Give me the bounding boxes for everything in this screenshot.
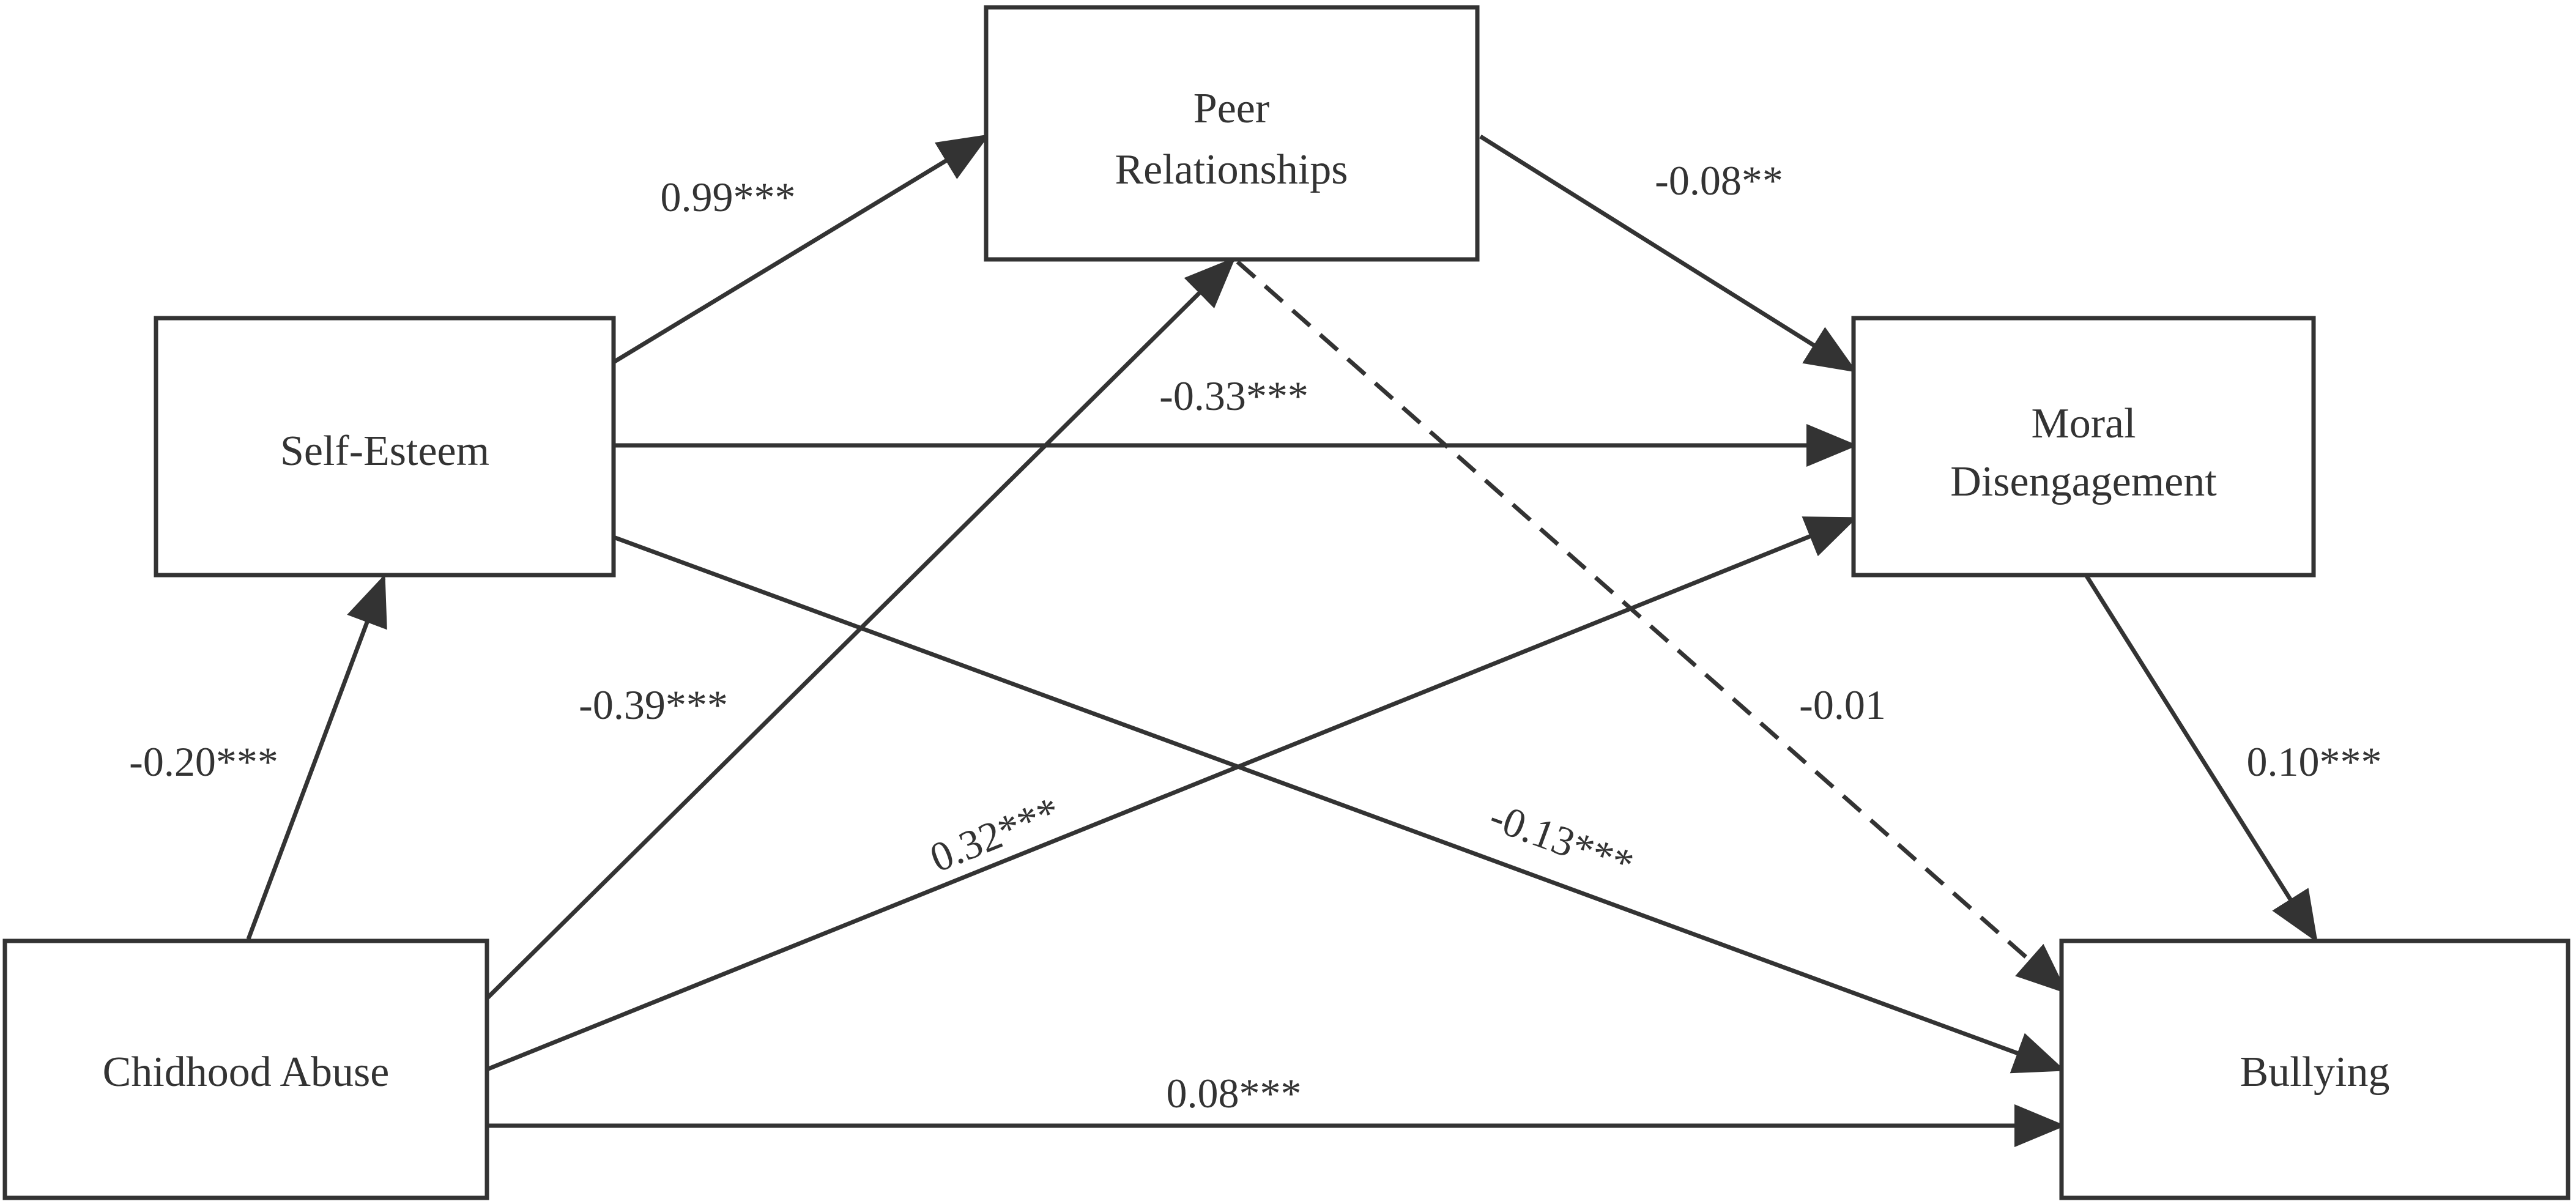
arrow-abuse-to-moral: [486, 516, 1858, 1072]
arrow-moral-to-bullying: [2084, 574, 2318, 943]
coef-abuse-to-bullying: 0.08***: [1167, 1070, 1302, 1117]
coef-self-esteem-to-moral: -0.33***: [1159, 373, 1308, 419]
node-peer-relationships: Peer Relationships: [984, 5, 1480, 262]
arrow-self-esteem-to-peer: [612, 134, 990, 364]
node-moral-disengagement: Moral Disengagement: [1851, 316, 2316, 578]
node-self-esteem: Self-Esteem: [154, 316, 616, 578]
coef-abuse-to-self-esteem: -0.20***: [129, 738, 278, 785]
arrow-self-esteem-to-bullying: [612, 535, 2066, 1074]
node-bullying: Bullying: [2059, 938, 2570, 1200]
coef-peer-to-bullying: -0.01: [1799, 682, 1886, 728]
arrow-peer-to-moral: [1479, 135, 1857, 373]
node-moral-line2: Disengagement: [1950, 458, 2217, 505]
node-peer-line2: Relationships: [1115, 146, 1348, 193]
node-moral-line1: Moral: [2031, 400, 2136, 447]
node-childhood-abuse: Chidhood Abuse: [2, 938, 489, 1200]
node-bullying-label: Bullying: [2240, 1049, 2389, 1096]
coef-peer-to-moral: -0.08**: [1655, 157, 1783, 204]
coef-abuse-to-peer: -0.39***: [579, 682, 728, 728]
node-abuse-label: Chidhood Abuse: [103, 1049, 390, 1096]
arrow-abuse-to-self-esteem: [246, 574, 387, 940]
coef-self-esteem-to-peer: 0.99***: [661, 174, 796, 220]
coef-moral-to-bullying: 0.10***: [2247, 738, 2382, 785]
node-peer-line1: Peer: [1193, 85, 1269, 132]
arrow-peer-to-bullying: [1236, 260, 2068, 994]
node-self-esteem-label: Self-Esteem: [280, 428, 489, 475]
coef-self-esteem-to-bullying: -0.13***: [1483, 793, 1639, 888]
